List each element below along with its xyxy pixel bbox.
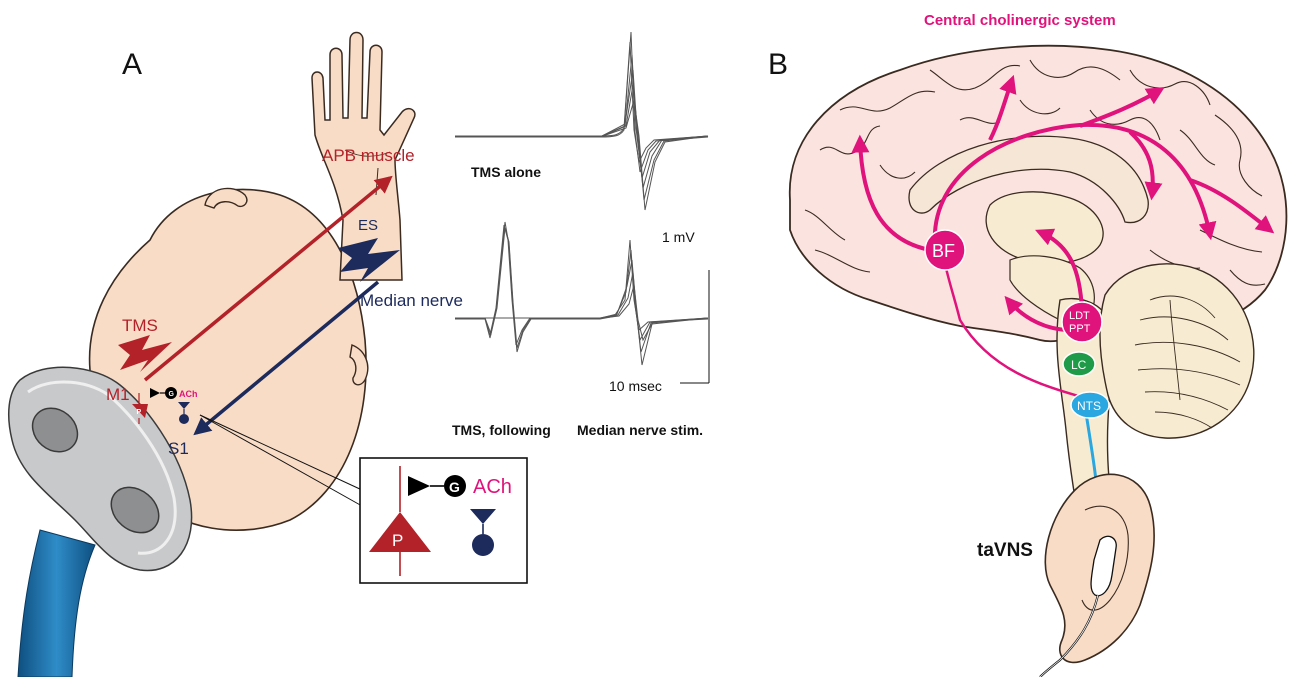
panel-b-title: Central cholinergic system bbox=[924, 12, 1116, 29]
panel-b: B Central cholinergic system bbox=[768, 12, 1286, 677]
lc-label: LC bbox=[1071, 358, 1087, 372]
median-nerve-label: Median nerve bbox=[360, 291, 463, 310]
scale-voltage-label: 1 mV bbox=[662, 229, 695, 245]
nucleus-nts: NTS bbox=[1071, 392, 1109, 418]
mep-traces: TMS alone TMS, following Median nerve st… bbox=[452, 32, 709, 438]
coil-cable bbox=[18, 530, 95, 677]
scale-time-label: 10 msec bbox=[609, 378, 662, 394]
gaba-cell-label: G bbox=[449, 479, 460, 495]
small-ach-label: ACh bbox=[179, 389, 198, 399]
ear-illustration bbox=[1040, 474, 1154, 677]
trace-median-stim-label: Median nerve stim. bbox=[577, 422, 703, 438]
panel-a-label: A bbox=[122, 48, 142, 81]
small-ach-soma bbox=[179, 414, 189, 424]
circuit-zoom-box: P G ACh bbox=[360, 458, 527, 583]
pyramidal-cell-label: P bbox=[392, 531, 403, 550]
panel-b-label: B bbox=[768, 48, 788, 81]
s1-label: S1 bbox=[168, 439, 189, 458]
nucleus-ldt-ppt: LDT PPT bbox=[1062, 302, 1102, 342]
ldt-label: LDT bbox=[1069, 310, 1090, 322]
apb-muscle-label: APB muscle bbox=[322, 146, 415, 165]
bf-label: BF bbox=[932, 241, 955, 261]
small-gaba-label: G bbox=[169, 391, 175, 398]
tms-label: TMS bbox=[122, 316, 158, 335]
nts-label: NTS bbox=[1077, 399, 1101, 413]
es-label: ES bbox=[358, 217, 378, 234]
trace-tms-following-label: TMS, following bbox=[452, 422, 551, 438]
panel-a: A bbox=[9, 32, 709, 677]
tavns-label: taVNS bbox=[977, 540, 1033, 561]
trace-tms-alone bbox=[455, 32, 708, 210]
nucleus-lc: LC bbox=[1063, 352, 1095, 376]
nucleus-bf: BF bbox=[925, 230, 965, 270]
ach-soma-large bbox=[472, 534, 494, 556]
ppt-label: PPT bbox=[1069, 323, 1091, 335]
small-pyramidal-label: P bbox=[137, 409, 142, 416]
ldt-ppt-circle bbox=[1062, 302, 1102, 342]
trace-tms-alone-label: TMS alone bbox=[471, 164, 541, 180]
ach-label: ACh bbox=[473, 476, 512, 498]
m1-label: M1 bbox=[106, 385, 130, 404]
